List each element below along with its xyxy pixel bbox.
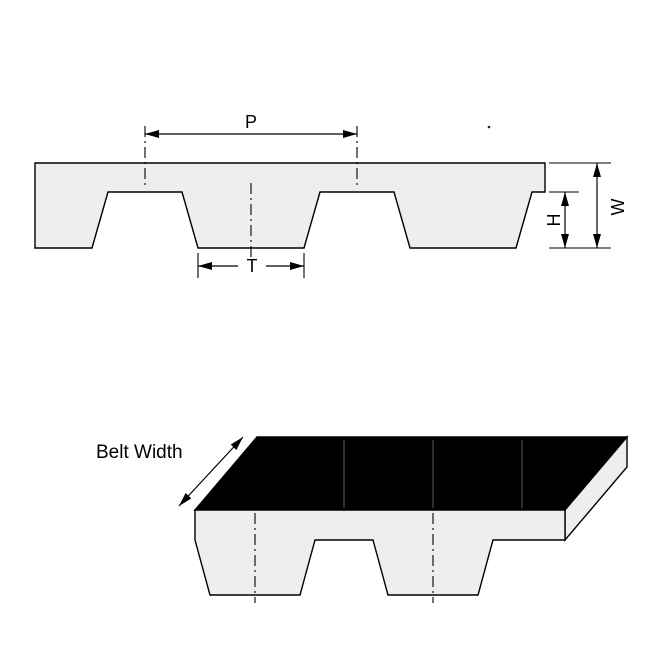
belt-width-label: Belt Width bbox=[96, 442, 183, 463]
pitch-label: P bbox=[245, 112, 257, 132]
width-label: W bbox=[608, 199, 628, 216]
belt-top-face bbox=[193, 436, 629, 511]
isometric-view: Belt Width bbox=[96, 435, 629, 603]
height-label: H bbox=[544, 214, 564, 227]
belt-cross-section-profile bbox=[34, 162, 546, 249]
speck-artifact bbox=[487, 125, 491, 129]
belt-front-face bbox=[194, 509, 566, 596]
cross-section-view: P T H W bbox=[34, 112, 628, 278]
belt-width-arrow bbox=[178, 436, 244, 507]
tooth-width-label: T bbox=[247, 256, 258, 276]
